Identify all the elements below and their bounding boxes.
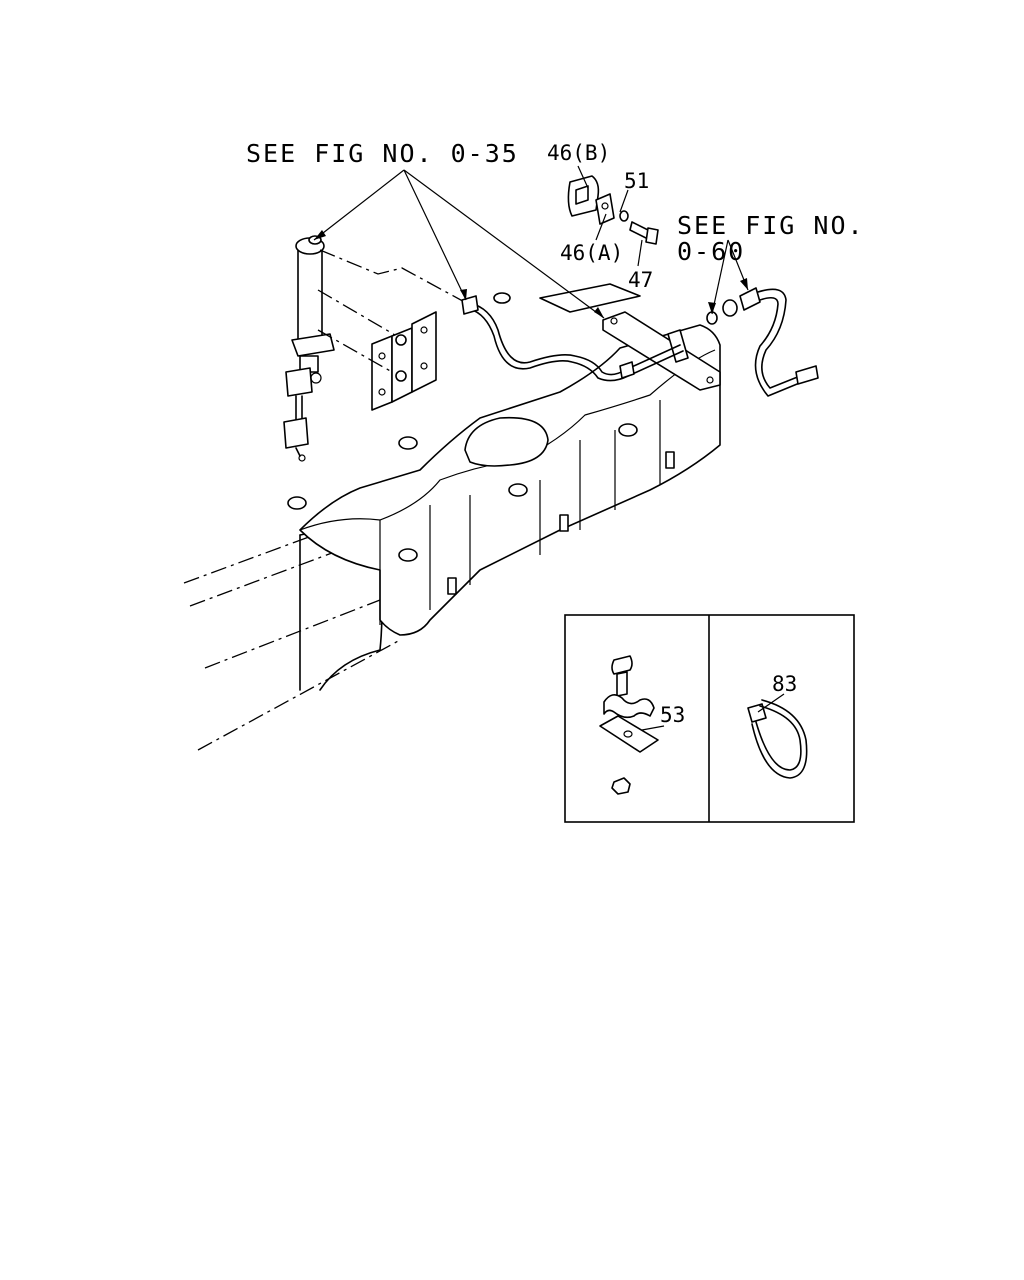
pipe-line (461, 295, 684, 382)
inset-panel (564, 614, 855, 823)
label-part-47: 47 (628, 268, 653, 292)
cylinder-assembly (283, 235, 335, 462)
tank-body (287, 283, 721, 636)
right-pipe (706, 287, 819, 397)
clip-46a (595, 193, 615, 225)
hinge-bracket (371, 311, 437, 411)
label-part-51: 51 (624, 169, 649, 193)
label-see-fig-0-35: SEE FIG NO. 0-35 (246, 139, 519, 168)
clamp-53 (599, 655, 659, 795)
washer-51 (619, 210, 629, 222)
clip-46b (567, 175, 600, 217)
label-part-83: 83 (772, 672, 797, 696)
band-83 (747, 693, 808, 779)
bolt-47 (629, 221, 659, 245)
leader-lines (313, 165, 749, 319)
label-part-46b: 46(B) (547, 141, 610, 165)
label-part-46a: 46(A) (560, 241, 623, 265)
label-see-fig-0-60-line1: SEE FIG NO. (677, 211, 865, 240)
label-part-53: 53 (660, 703, 685, 727)
boss (287, 292, 638, 562)
label-see-fig-0-60-line2: 0-60 (677, 237, 745, 266)
